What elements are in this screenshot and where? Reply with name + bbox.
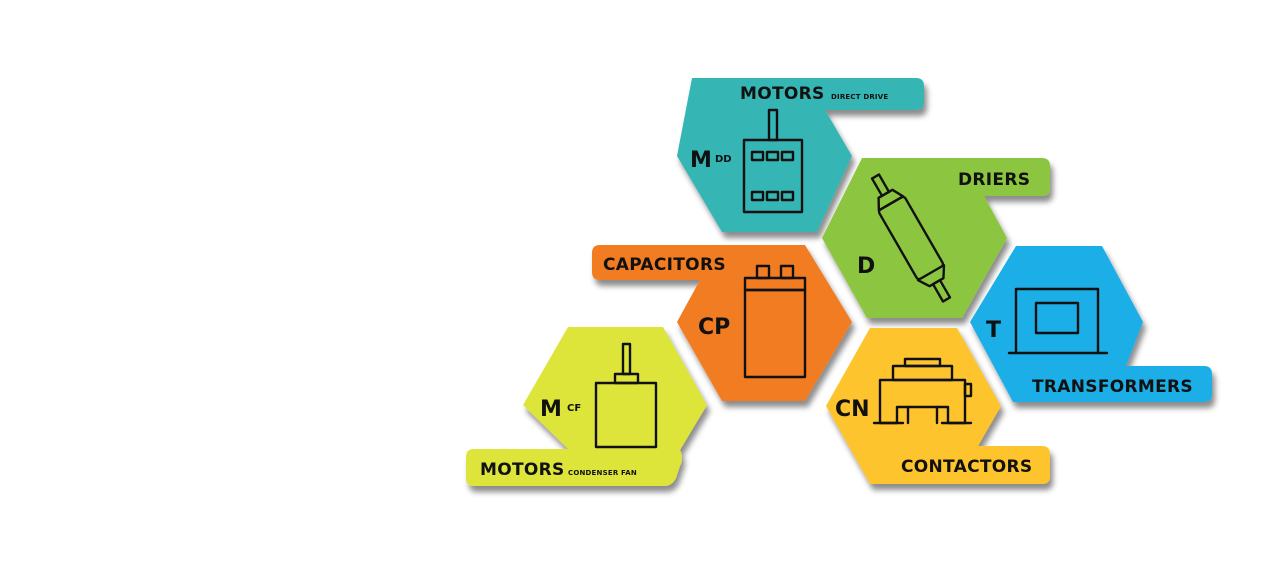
motors-condenser-fan-code-sub: CF (567, 403, 581, 414)
motors-direct-drive-label: MOTORS (740, 84, 825, 104)
capacitors-code: CP (698, 315, 730, 340)
motors-direct-drive-code-sub: DD (715, 154, 732, 165)
capacitor-icon (743, 264, 807, 379)
transformers-code: T (986, 318, 1001, 343)
capacitors-group (592, 245, 852, 401)
motors-direct-drive-group (677, 78, 924, 232)
capacitors-label: CAPACITORS (603, 255, 726, 275)
filter-drier-icon (870, 173, 952, 303)
driers-code: D (857, 254, 875, 279)
motors-condenser-fan-sublabel: CONDENSER FAN (568, 469, 637, 477)
motors-condenser-fan-label: MOTORS (480, 460, 565, 480)
direct-drive-motor-icon (742, 108, 804, 214)
capacitors-shape (592, 245, 852, 401)
transformers-label: TRANSFORMERS (1032, 377, 1193, 397)
driers-label: DRIERS (958, 170, 1030, 190)
condenser-fan-motor-icon (594, 342, 658, 449)
contactors-label: CONTACTORS (901, 457, 1032, 477)
motors-direct-drive-sublabel: DIRECT DRIVE (831, 93, 888, 101)
transformers-group (970, 246, 1212, 402)
transformer-icon (1007, 287, 1109, 355)
contactors-code: CN (835, 397, 870, 422)
motors-direct-drive-shape (677, 78, 924, 232)
transformers-shape (970, 246, 1212, 402)
contactor-icon (872, 357, 973, 425)
motors-direct-drive-code: M (690, 148, 712, 173)
motors-condenser-fan-code: M (540, 397, 562, 422)
